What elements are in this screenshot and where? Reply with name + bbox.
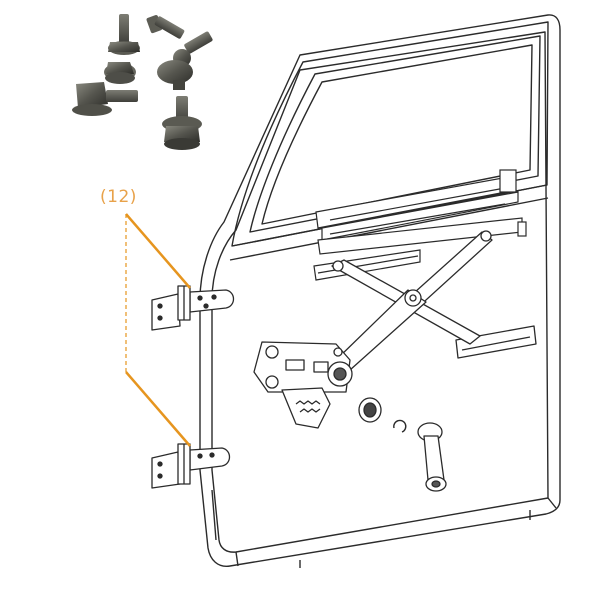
part-callout-label: (12) <box>100 187 137 207</box>
door-shell <box>199 14 561 568</box>
bolt-icon <box>146 15 185 39</box>
upper-door-hinge <box>151 285 235 331</box>
bolt-icon <box>162 96 202 150</box>
bolt-icon <box>108 14 140 55</box>
window-guide-rail <box>313 169 527 281</box>
grommet-icon <box>358 397 382 423</box>
leader-arrow-lower <box>125 371 191 447</box>
window-regulator <box>253 230 537 429</box>
window-crank-handle-icon <box>417 422 447 492</box>
bolts-photo <box>72 14 213 150</box>
bolt-icon <box>104 62 136 84</box>
callout-leaders <box>125 213 191 447</box>
bolt-icon <box>72 82 138 116</box>
clip-icon <box>393 419 407 433</box>
leader-arrow-upper <box>125 213 191 289</box>
lower-door-hinge <box>151 443 231 489</box>
bolt-icon <box>157 60 193 90</box>
